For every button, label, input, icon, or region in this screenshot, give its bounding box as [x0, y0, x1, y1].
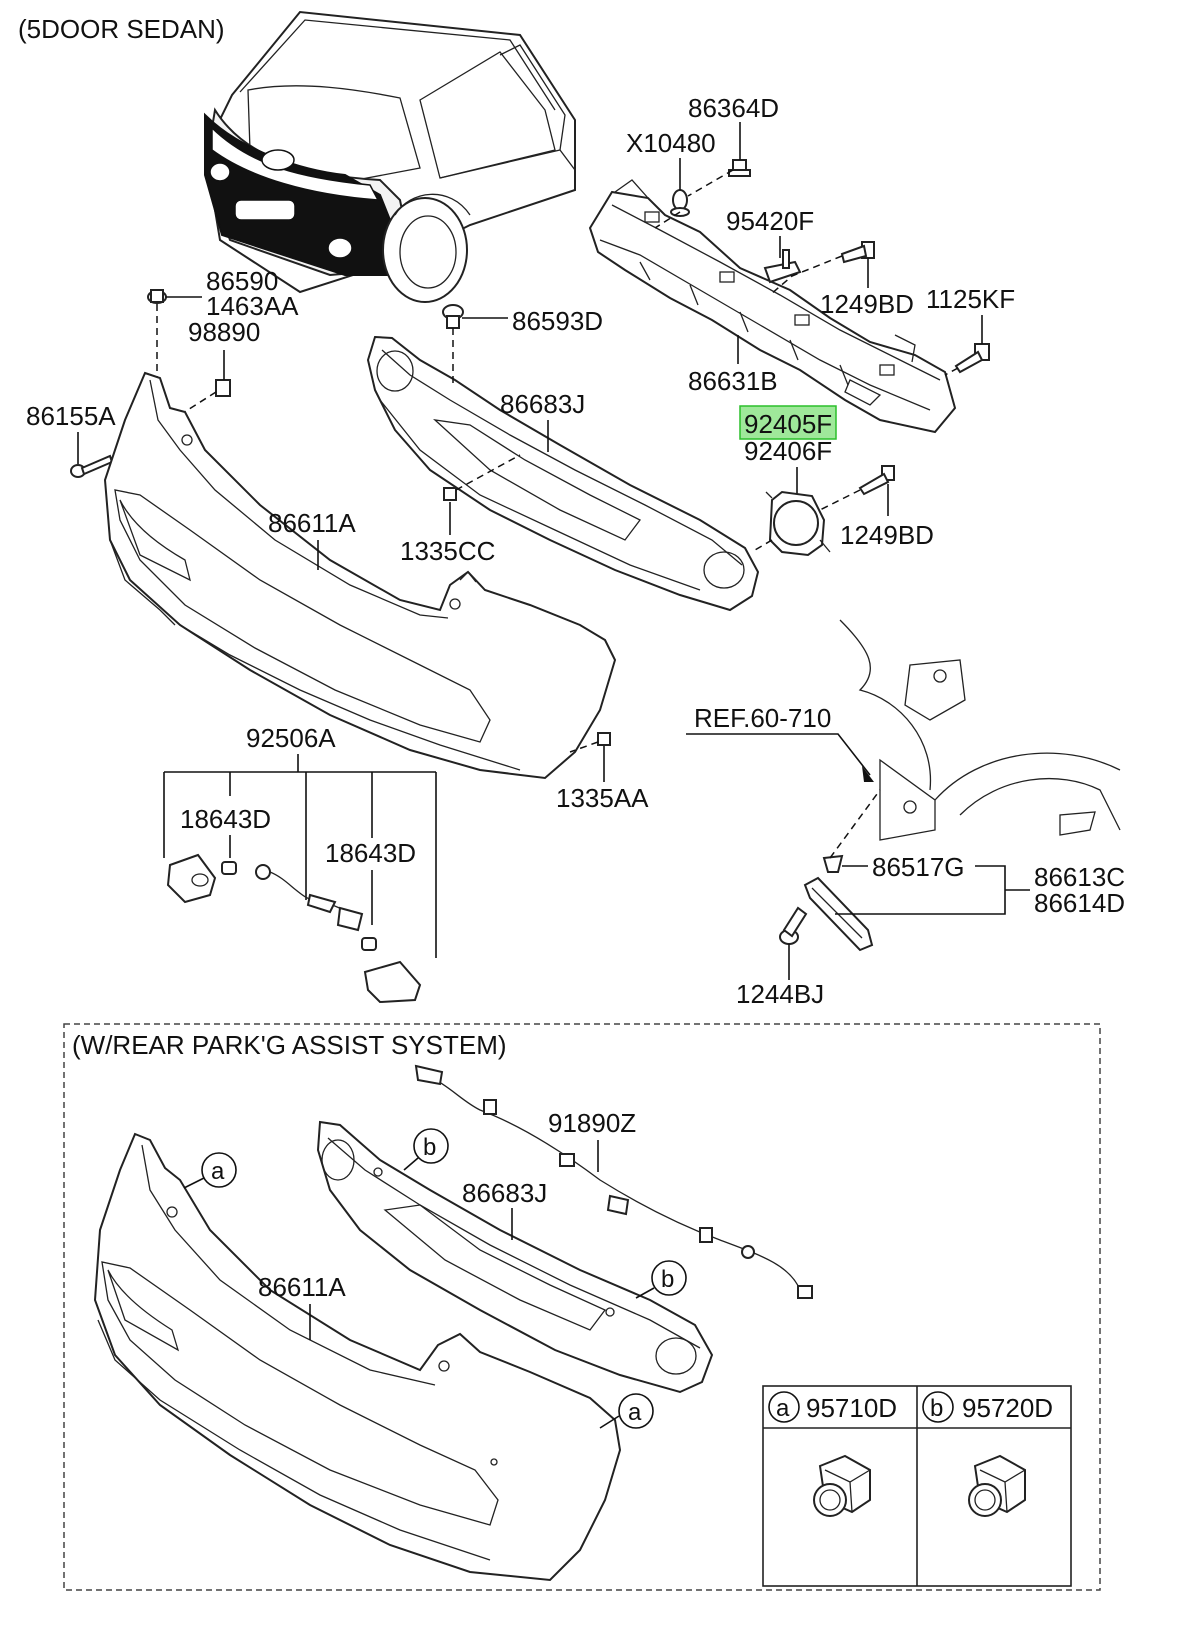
- label-ref-60-710: REF.60-710: [694, 703, 831, 733]
- clip-86593D: [442, 304, 464, 329]
- label-1335AA: 1335AA: [556, 783, 649, 813]
- label-86364D: 86364D: [688, 93, 779, 123]
- label-1335CC: 1335CC: [400, 536, 495, 566]
- label-X10480: X10480: [626, 128, 716, 158]
- label-18643D-right: 18643D: [325, 838, 416, 868]
- title-park-assist: (W/REAR PARK'G ASSIST SYSTEM): [72, 1030, 507, 1060]
- bolt-1249BD-mid: [858, 465, 895, 496]
- sensor-95710D: [813, 1454, 871, 1517]
- label-86683J-top: 86683J: [500, 389, 585, 419]
- label-98890: 98890: [188, 317, 260, 347]
- car-illustration: [203, 10, 576, 303]
- lower-garnish-86683J-bottom: [316, 1120, 714, 1394]
- label-86590: 86590: [206, 266, 278, 296]
- clip-1335AA: [597, 732, 611, 746]
- bumper-cover-86611A-top: [103, 371, 617, 780]
- bulb-18643D-right: [361, 937, 377, 951]
- lower-garnish-86683J-top: [366, 335, 760, 612]
- label-18643D-left: 18643D: [180, 804, 271, 834]
- bumper-cover-86611A-bottom: [93, 1132, 622, 1582]
- label-95420F: 95420F: [726, 206, 814, 236]
- clip-86590: [147, 289, 167, 304]
- fender-reference-body: [839, 619, 1121, 841]
- bolt-1249BD-top: [840, 241, 875, 264]
- callout-b-3: b: [930, 1395, 943, 1422]
- label-95720D: 95720D: [962, 1393, 1053, 1423]
- screw-86155A: [70, 454, 114, 478]
- label-86155A: 86155A: [26, 401, 116, 431]
- screw-1244BJ: [779, 906, 808, 945]
- label-86631B: 86631B: [688, 366, 778, 396]
- license-lamp-right: [363, 960, 422, 1004]
- label-86613C: 86613C: [1034, 862, 1125, 892]
- label-86614D: 86614D: [1034, 888, 1125, 918]
- svg-text:a: a: [628, 1399, 642, 1426]
- label-91890Z: 91890Z: [548, 1108, 636, 1138]
- label-1244BJ: 1244BJ: [736, 979, 824, 1009]
- label-1125KF: 1125KF: [926, 284, 1015, 314]
- clip-86517G: [822, 854, 844, 873]
- label-92405F[interactable]: 92405F: [744, 409, 832, 439]
- fastener-86364D: [728, 159, 751, 177]
- label-1249BD-mid: 1249BD: [840, 520, 934, 550]
- callout-a-1: a: [183, 1152, 237, 1189]
- label-92406F: 92406F: [744, 436, 832, 466]
- bracket-95420F: [763, 249, 802, 284]
- label-86593D: 86593D: [512, 306, 603, 336]
- bolt-1125KF: [954, 343, 990, 374]
- park-assist-box: [63, 1023, 1101, 1591]
- highlight-92405F: [739, 405, 837, 440]
- clip-1335CC: [443, 487, 457, 501]
- svg-text:a: a: [211, 1158, 225, 1185]
- bumper-back-beam-86631B: [588, 179, 957, 434]
- label-92506A: 92506A: [246, 723, 336, 753]
- label-86611A-top: 86611A: [268, 508, 356, 538]
- clip-98890: [215, 379, 231, 397]
- callout-a-3: a: [776, 1395, 790, 1422]
- label-95710D: 95710D: [806, 1393, 897, 1423]
- callout-b-1: b: [403, 1128, 449, 1171]
- title-5door-sedan: (5DOOR SEDAN): [18, 14, 225, 44]
- license-lamp-left: [166, 853, 217, 904]
- label-1249BD-top: 1249BD: [820, 289, 914, 319]
- callout-a-2: a: [599, 1393, 654, 1429]
- svg-text:b: b: [423, 1134, 436, 1161]
- label-86517G: 86517G: [872, 852, 965, 882]
- label-1463AA: 1463AA: [206, 291, 299, 321]
- sensor-wiring-91890Z: [414, 1064, 813, 1299]
- bulb-18643D-left: [221, 861, 237, 875]
- svg-text:b: b: [661, 1266, 674, 1293]
- label-86683J-bottom: 86683J: [462, 1178, 547, 1208]
- wiring-harness-92506A: [255, 864, 364, 932]
- sensor-95720D: [968, 1454, 1026, 1517]
- sensor-table: a 95710D b 95720D: [762, 1385, 1072, 1587]
- reflector-lamp-92405F: [765, 490, 831, 557]
- label-86611A-bottom: 86611A: [258, 1272, 346, 1302]
- callout-b-2: b: [635, 1260, 687, 1299]
